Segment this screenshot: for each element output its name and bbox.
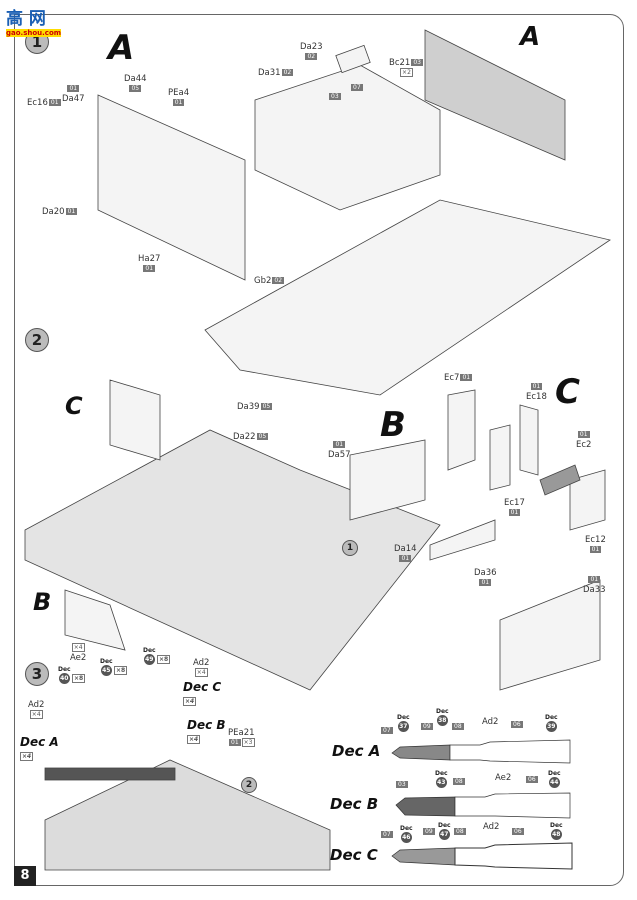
side-panel-left [97,94,246,281]
color-07: 07 [381,727,393,734]
shell-dec-c [391,842,573,870]
shell-title-dec-c: Dec C [330,846,378,864]
subassembly-a-ref: A [520,22,541,52]
subassembly-a-label: A [108,28,135,68]
hull-floor [204,199,611,396]
label-ad2-right: Ad2×4 [193,658,210,677]
color-09: 09 [421,723,433,730]
color-06c: 06 [512,828,524,835]
shell-part-ad2-c: Ad2 [483,822,500,832]
color-08b: 08 [453,778,465,785]
hull-assembled [24,429,441,691]
part-da33 [499,579,601,691]
subassembly-c-ref: C [65,392,83,420]
step-3-marker: 3 [25,662,49,686]
part-da36 [429,519,496,561]
color-06b: 06 [526,776,538,783]
subassembly-b-label: B [380,405,406,445]
color-09c: 09 [423,828,435,835]
side-panel-right [424,29,566,161]
color-07c: 07 [381,831,393,838]
label-ad2-left: Ad2×4 [28,700,45,719]
part-da57 [349,439,426,521]
shell-part-ae2: Ae2 [495,773,512,783]
label-dec-c: Dec C×4 [183,680,222,706]
part-da23 [335,44,371,74]
shell-title-dec-b: Dec B [330,795,379,813]
part-ec18 [519,404,539,476]
subassembly-c-label: C [555,372,580,412]
page-number: 8 [14,866,36,886]
part-ec7 [447,389,476,471]
watermark-text: 高 网 [6,9,46,29]
part-ec2 [539,464,581,496]
step-2-marker: 2 [25,328,49,352]
shell-dec-b [395,792,571,819]
color-06: 06 [511,721,523,728]
part-ec12 [569,469,606,531]
label-dec-b: Dec B×4 [187,718,226,744]
label-b07: 07 [351,84,363,91]
ref-step-2: 2 [241,777,257,793]
part-c-box [109,379,161,461]
label-dec-a: Dec A×4 [20,735,59,761]
part-ec17 [489,424,511,491]
hull-sponson-box [254,64,441,211]
watermark-sub: gao.shou.com [6,29,62,37]
page-frame [14,14,624,886]
label-b03: 03 [329,93,341,100]
ref-step-1: 1 [342,540,358,556]
part-b-box [64,589,126,651]
shell-part-ad2: Ad2 [482,717,499,727]
shell-title-dec-a: Dec A [332,742,381,760]
color-08c: 08 [454,828,466,835]
ammo-rack [44,767,176,781]
subassembly-b-ref: B [33,588,52,616]
color-03: 03 [396,781,408,788]
color-08: 08 [452,723,464,730]
shell-dec-a [391,739,571,764]
